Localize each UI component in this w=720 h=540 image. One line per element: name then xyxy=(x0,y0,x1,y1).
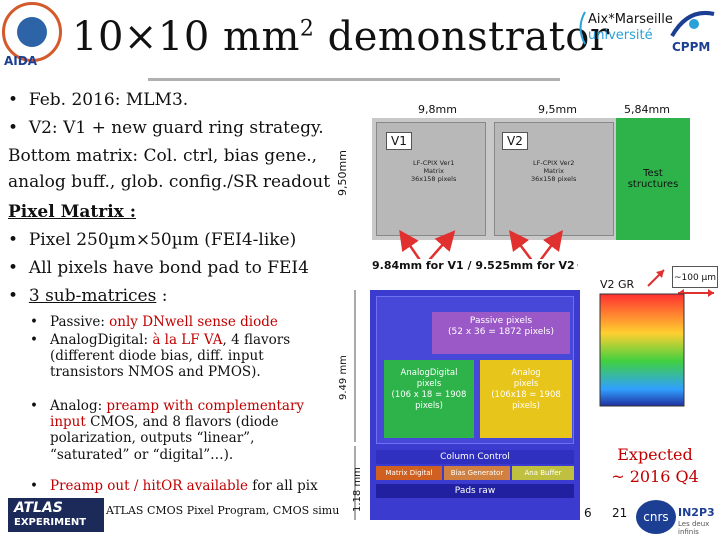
dim-height: 9,50mm xyxy=(336,150,349,196)
bias-generator-block: Bias Generator xyxy=(444,466,510,480)
field-heatmap xyxy=(596,290,694,408)
gr-arrow-icon xyxy=(647,269,665,287)
aida-logo: AIDA xyxy=(4,54,37,68)
dim-width-1: 9,8mm xyxy=(418,103,457,116)
analog-block: Analog pixels (106x18 = 1908 pixels) xyxy=(480,360,572,438)
test-structures-block: Test structures xyxy=(616,118,690,240)
layout-height-total: 9.49 mm xyxy=(338,355,349,400)
passive-pixels-block: Passive pixels (52 x 36 = 1872 pixels) xyxy=(432,312,570,354)
100um-arrow-icon xyxy=(678,289,714,297)
dim-width-3: 5,84mm xyxy=(624,103,670,116)
amu-bracket-icon xyxy=(579,11,586,45)
sub-bullet-preamp: • Preamp out / hitOR available for all p… xyxy=(30,478,318,494)
layout-figure: Passive pixels (52 x 36 = 1872 pixels) A… xyxy=(370,290,580,520)
title-underline xyxy=(148,78,560,81)
footer-text: ATLAS CMOS Pixel Program, CMOS simu xyxy=(106,504,340,517)
v2-label: V2 xyxy=(502,132,528,150)
cppm-logo: CPPM xyxy=(668,6,718,56)
layout-height-bottom: 1.18 mm xyxy=(352,467,363,512)
amu-logo: Aix*Marseille université xyxy=(576,8,673,50)
bullet-7: • All pixels have bond pad to FEI4 xyxy=(8,258,309,278)
atlas-experiment-logo: ATLAS EXPERIMENT xyxy=(8,498,104,532)
atlas-pixel-collaboration-logo xyxy=(2,2,62,62)
bullet-1: • Feb. 2016: MLM3. xyxy=(8,90,189,110)
v2-gr-label: V2 GR xyxy=(600,278,635,291)
bullet-8: • 3 sub-matrices : xyxy=(8,286,168,306)
expected-date: Expected ~ 2016 Q4 xyxy=(611,445,699,486)
page-number-6: 6 xyxy=(584,506,592,520)
analog-digital-block: AnalogDigital pixels (106 x 18 = 1908 pi… xyxy=(384,360,474,438)
column-control-block: Column Control xyxy=(376,450,574,464)
ana-buffer-block: Ana Buffer xyxy=(512,466,574,480)
matrix-digital-block: Matrix Digital xyxy=(376,466,442,480)
dim-width-2: 9,5mm xyxy=(538,103,577,116)
cnrs-in2p3-logo: cnrs IN2P3 Les deux infinis xyxy=(636,498,718,538)
sub-bullet-analogdigital: • AnalogDigital: à la LF VA, 4 flavors(d… xyxy=(30,332,291,381)
sub-bullet-passive: • Passive: only DNwell sense diode xyxy=(30,314,278,330)
v1-label: V1 xyxy=(386,132,412,150)
seal-center-icon xyxy=(17,17,47,47)
cppm-swoosh-icon xyxy=(670,11,715,38)
pads-raw-block: Pads raw xyxy=(376,484,574,498)
pixel-matrix-heading: Pixel Matrix : xyxy=(8,202,136,222)
heatmap-graphic xyxy=(599,293,685,407)
page-number-21: 21 xyxy=(612,506,628,520)
chip-photo: LF-CPIX Ver1 Matrix 36x158 pixels LF-CPI… xyxy=(372,118,690,240)
bullet-3: Bottom matrix: Col. ctrl, bias gene., xyxy=(8,146,318,166)
bullet-2: • V2: V1 + new guard ring strategy. xyxy=(8,118,324,138)
bullet-6: • Pixel 250µm×50µm (FEI4-like) xyxy=(8,230,297,250)
100um-callout: ~100 µm xyxy=(672,266,718,288)
bullet-4: analog buff., glob. config./SR readout xyxy=(8,172,331,192)
page-title: 10×10 mm2 demonstrator xyxy=(72,14,610,60)
width-arrow-label: 9.84mm for V1 / 9.525mm for V2 xyxy=(370,259,577,272)
layout-height-arrows-icon xyxy=(354,290,356,520)
